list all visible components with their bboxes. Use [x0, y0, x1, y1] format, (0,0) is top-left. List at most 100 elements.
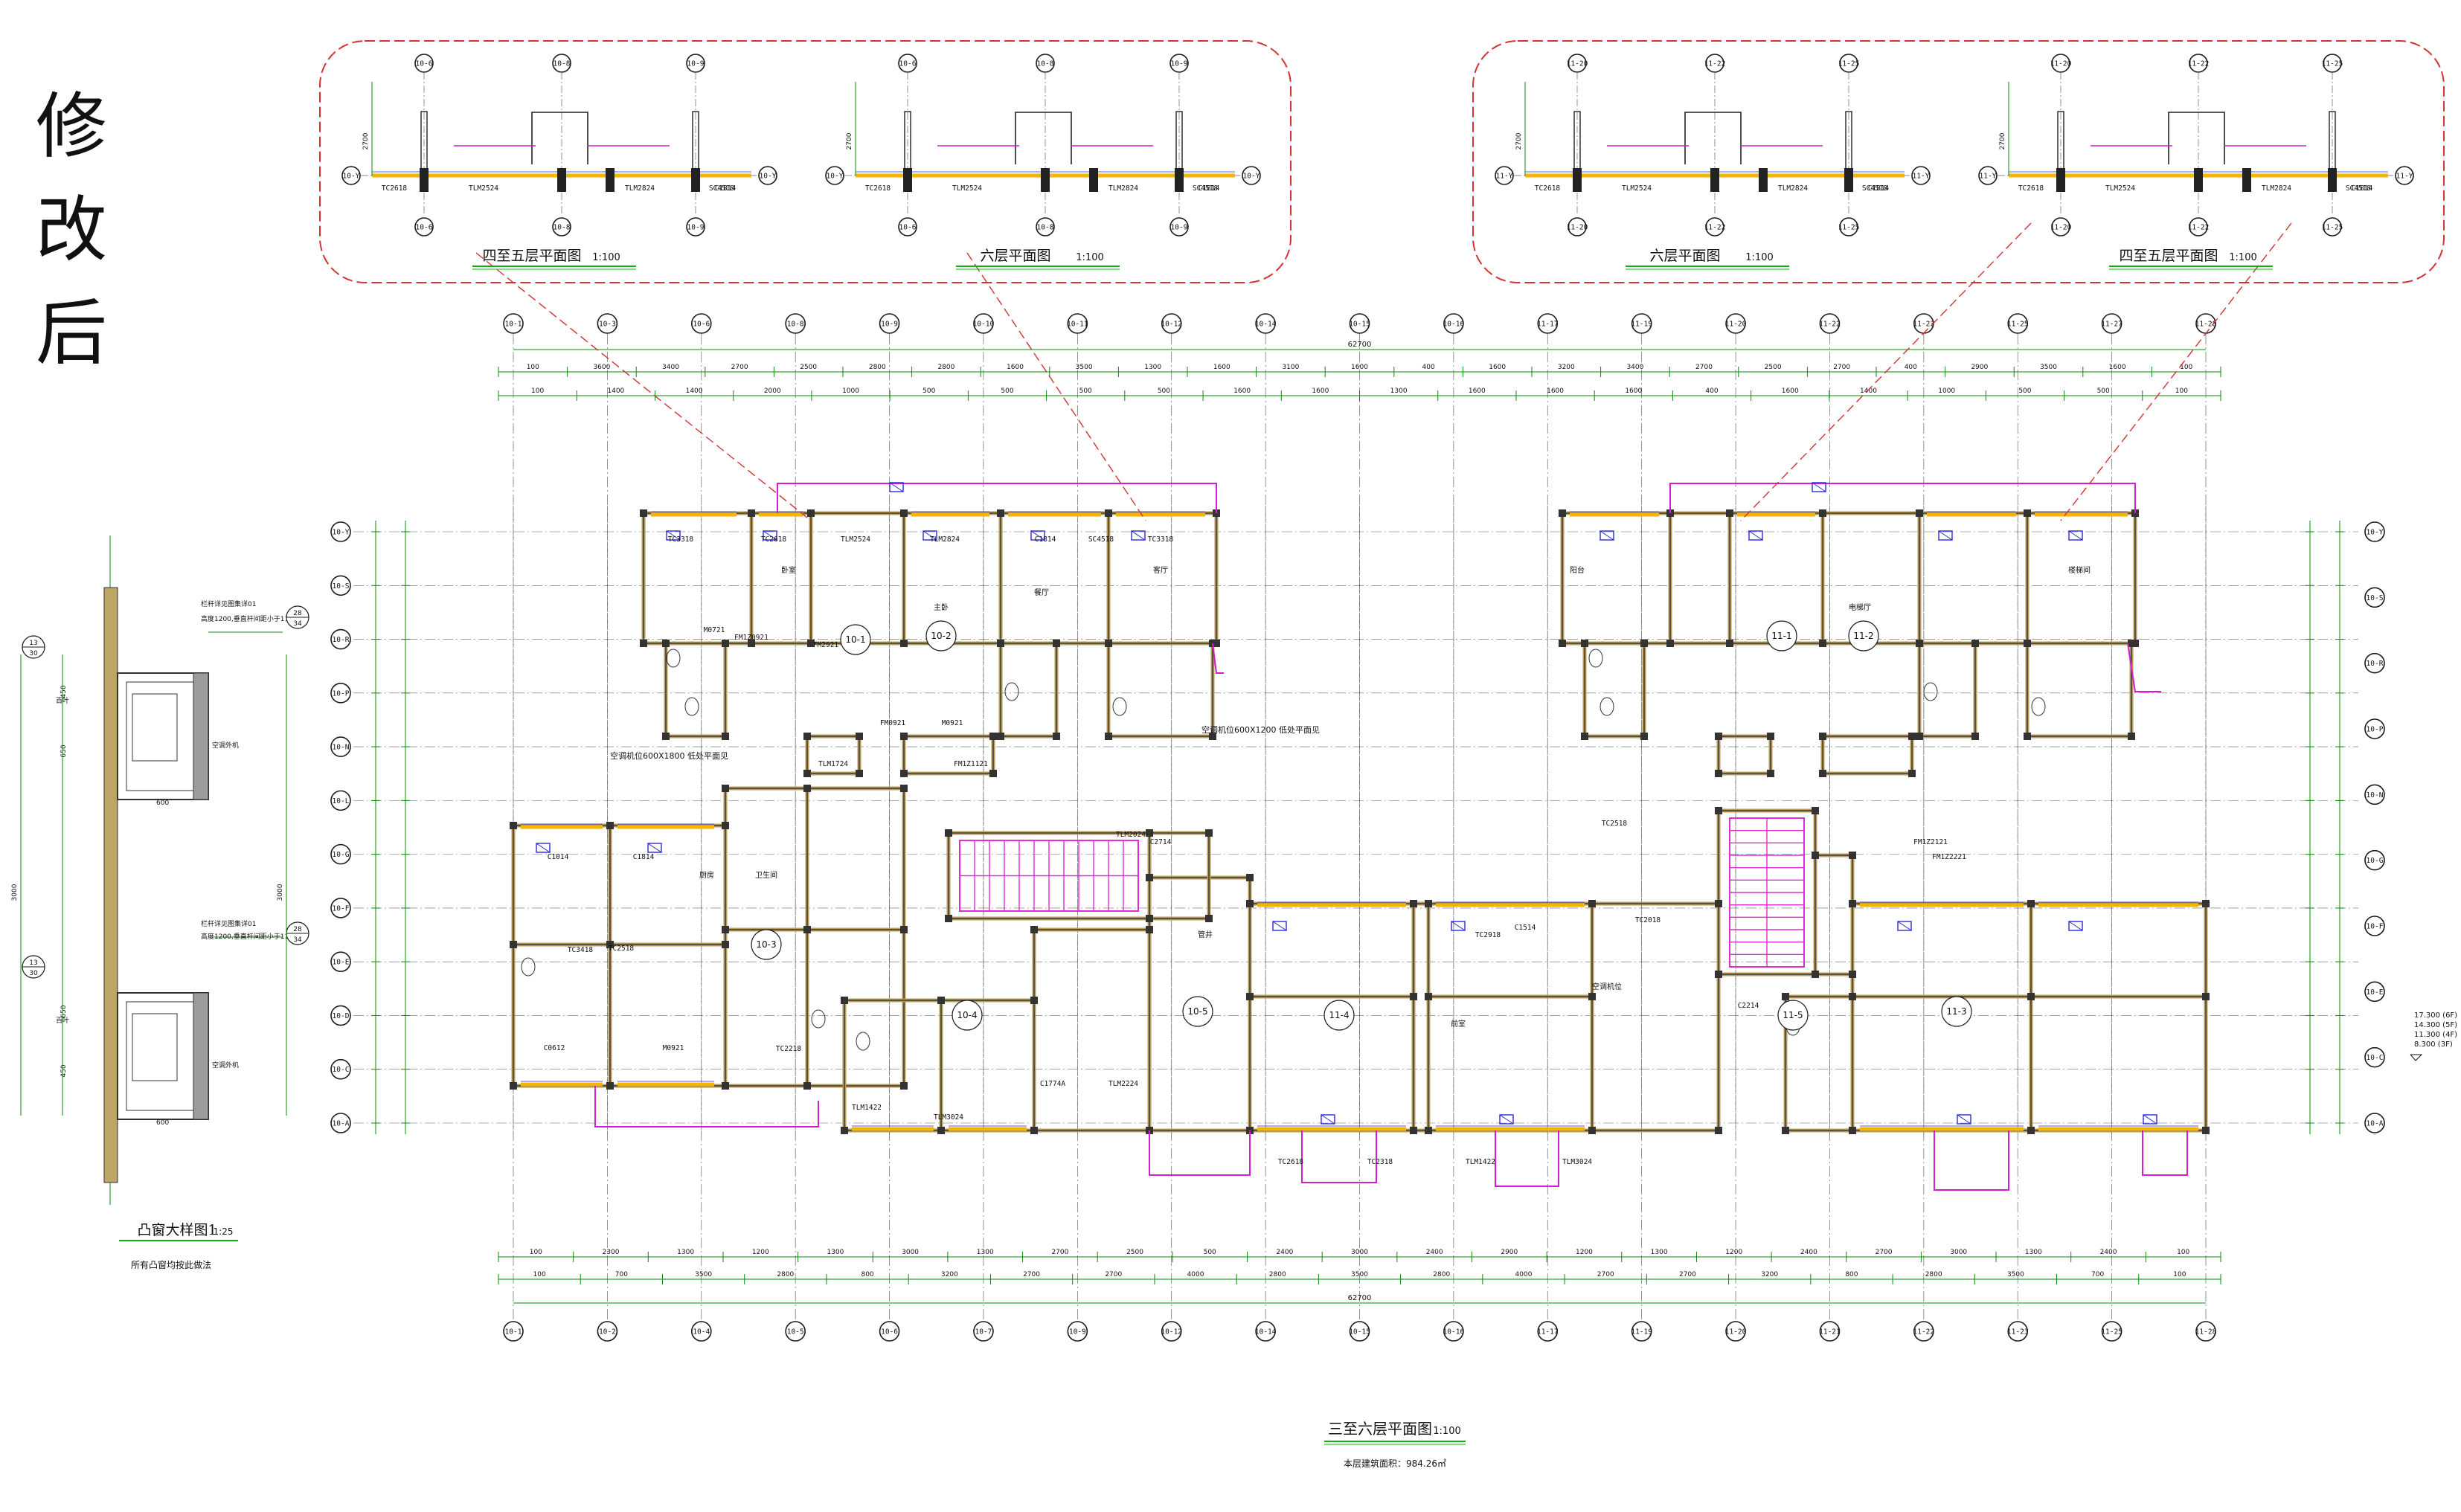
balcony-line	[777, 483, 1217, 513]
dim-top-1-value: 1600	[1489, 364, 1506, 371]
axis-bubble-left-circle	[330, 951, 351, 972]
wall-outline	[1426, 994, 1594, 1133]
column	[510, 941, 517, 948]
column	[510, 1082, 517, 1090]
column	[2202, 993, 2210, 1000]
axis-bubble-bottom-label: 11-20	[1725, 1328, 1747, 1336]
inset-axis-side-circle	[2395, 166, 2414, 185]
detail-dim-value: 3000	[277, 884, 284, 901]
ac-unit-symbol	[1272, 921, 1287, 931]
detail-dim-value: 3000	[11, 884, 19, 901]
ac-unit-symbol	[1812, 482, 1826, 492]
unit-marker-circle	[1182, 996, 1213, 1027]
inset-axis-bottom-circle	[2051, 217, 2070, 237]
inset-axis-bottom-circle	[1568, 217, 1587, 237]
dim-bottom-1-value: 2400	[1800, 1249, 1817, 1256]
dim-top-2-value: 1600	[1547, 387, 1564, 395]
detail-ac-unit	[132, 1013, 178, 1081]
window-tag: SC4518	[1088, 535, 1114, 544]
axis-bubble-right-circle	[2364, 652, 2385, 674]
axis-bubble-bottom-circle	[2195, 1321, 2216, 1342]
dim-bottom-2-value: 100	[533, 1271, 546, 1278]
inset-axis-side-label: 11-Y	[1496, 173, 1513, 181]
dim-bottom-1-value: 1300	[977, 1249, 994, 1256]
balcony-outlines	[594, 483, 2188, 1191]
column	[1640, 640, 1648, 647]
axis-bubble-bottom-label: 11-17	[1537, 1328, 1559, 1336]
ac-note-right: 空调机位600X1200 低处平面见	[1201, 724, 1320, 735]
window-tag: C1774A	[1040, 1080, 1066, 1088]
dim-bottom-2-value: 3200	[941, 1271, 958, 1278]
dim-bottom-1-value: 500	[1204, 1249, 1216, 1256]
toilet-fixture	[856, 1032, 870, 1051]
dim-bottom-1-value: 2400	[2100, 1249, 2117, 1256]
inset-axis-bottom-circle	[1705, 217, 1724, 237]
inset-column	[420, 168, 429, 192]
wall-edge	[2030, 903, 2207, 997]
column	[1767, 733, 1774, 740]
balcony-line	[1934, 1130, 2009, 1191]
axis-bubble-bottom-label: 11-21	[1819, 1328, 1841, 1336]
column	[803, 770, 811, 777]
toilet-fixture	[521, 957, 536, 977]
dim-top-2-value: 100	[2175, 387, 2188, 395]
room-label: 卧室	[781, 565, 796, 575]
axis-bubble-bottom-label: 10-2	[599, 1328, 616, 1336]
inset-title: 六层平面图	[1649, 248, 1720, 264]
axis-bubble-top-circle	[1067, 313, 1088, 334]
inset-column	[1041, 168, 1050, 192]
column	[1849, 852, 1856, 859]
dim-top-2-value: 1600	[1625, 387, 1642, 395]
toilet-fixture	[1112, 697, 1127, 716]
window-tag: TC2318	[1367, 1158, 1393, 1166]
column	[722, 640, 729, 647]
axis-bubble-left-label: 10-E	[333, 959, 350, 967]
ac-unit-symbol	[1897, 921, 1912, 931]
wall-outline	[1813, 853, 1855, 977]
inset-axis-bottom-label: 10-9	[1171, 224, 1188, 232]
window-tag: TLM2524	[841, 535, 870, 544]
axis-bubble-right-label: 10-C	[2367, 1054, 2384, 1062]
window-tag: FM0921	[880, 719, 906, 727]
axis-bubble-bottom-label: 10-5	[787, 1328, 804, 1336]
windows	[521, 511, 2198, 1131]
ac-unit-cross	[1600, 530, 1614, 541]
inset-column	[1710, 168, 1719, 192]
column	[900, 926, 908, 933]
wall-edge	[1591, 903, 1719, 1131]
inset-column	[903, 168, 912, 192]
elevation-mark: 11.300 (4F)	[2414, 1031, 2457, 1039]
window-tag: M0921	[942, 719, 963, 727]
column	[1053, 640, 1060, 647]
column	[722, 941, 729, 948]
axis-bubble-top-label: 11-23	[1913, 321, 1935, 329]
elevation-symbol	[2410, 1054, 2423, 1061]
inset-fin	[904, 111, 911, 176]
unit-marker-label: 11-1	[1771, 631, 1791, 641]
column	[1030, 1127, 1038, 1134]
dim-bottom-2-value: 3200	[1761, 1271, 1778, 1278]
wall-outline	[1850, 901, 2033, 999]
axis-bubble-bottom-circle	[2101, 1321, 2123, 1342]
ac-unit-cross	[1812, 482, 1826, 492]
inset-column	[1089, 168, 1098, 192]
dim-top-2-value: 500	[2097, 387, 2110, 395]
column	[1425, 1127, 1432, 1134]
unit-marker-label: 10-4	[957, 1010, 977, 1020]
detail-wall	[103, 587, 118, 1183]
column	[1916, 733, 1923, 740]
dim-top-2-value: 1000	[1938, 387, 1955, 395]
axis-bubble-left-circle	[330, 790, 351, 811]
inset-axis-side-label: 11-Y	[1980, 173, 1997, 181]
window-tag: FM1Z0921	[734, 634, 769, 642]
wall-outline	[664, 641, 728, 739]
dim-bottom-1-value: 2700	[1876, 1249, 1893, 1256]
ac-unit-symbol	[1030, 530, 1045, 541]
axis-bubble-bottom-circle	[1725, 1321, 1746, 1342]
wall-outline	[809, 511, 906, 646]
unit-marker-circle	[1766, 620, 1797, 652]
axis-bubble-bottom-circle	[1537, 1321, 1559, 1342]
wall-edge	[1718, 736, 1771, 774]
